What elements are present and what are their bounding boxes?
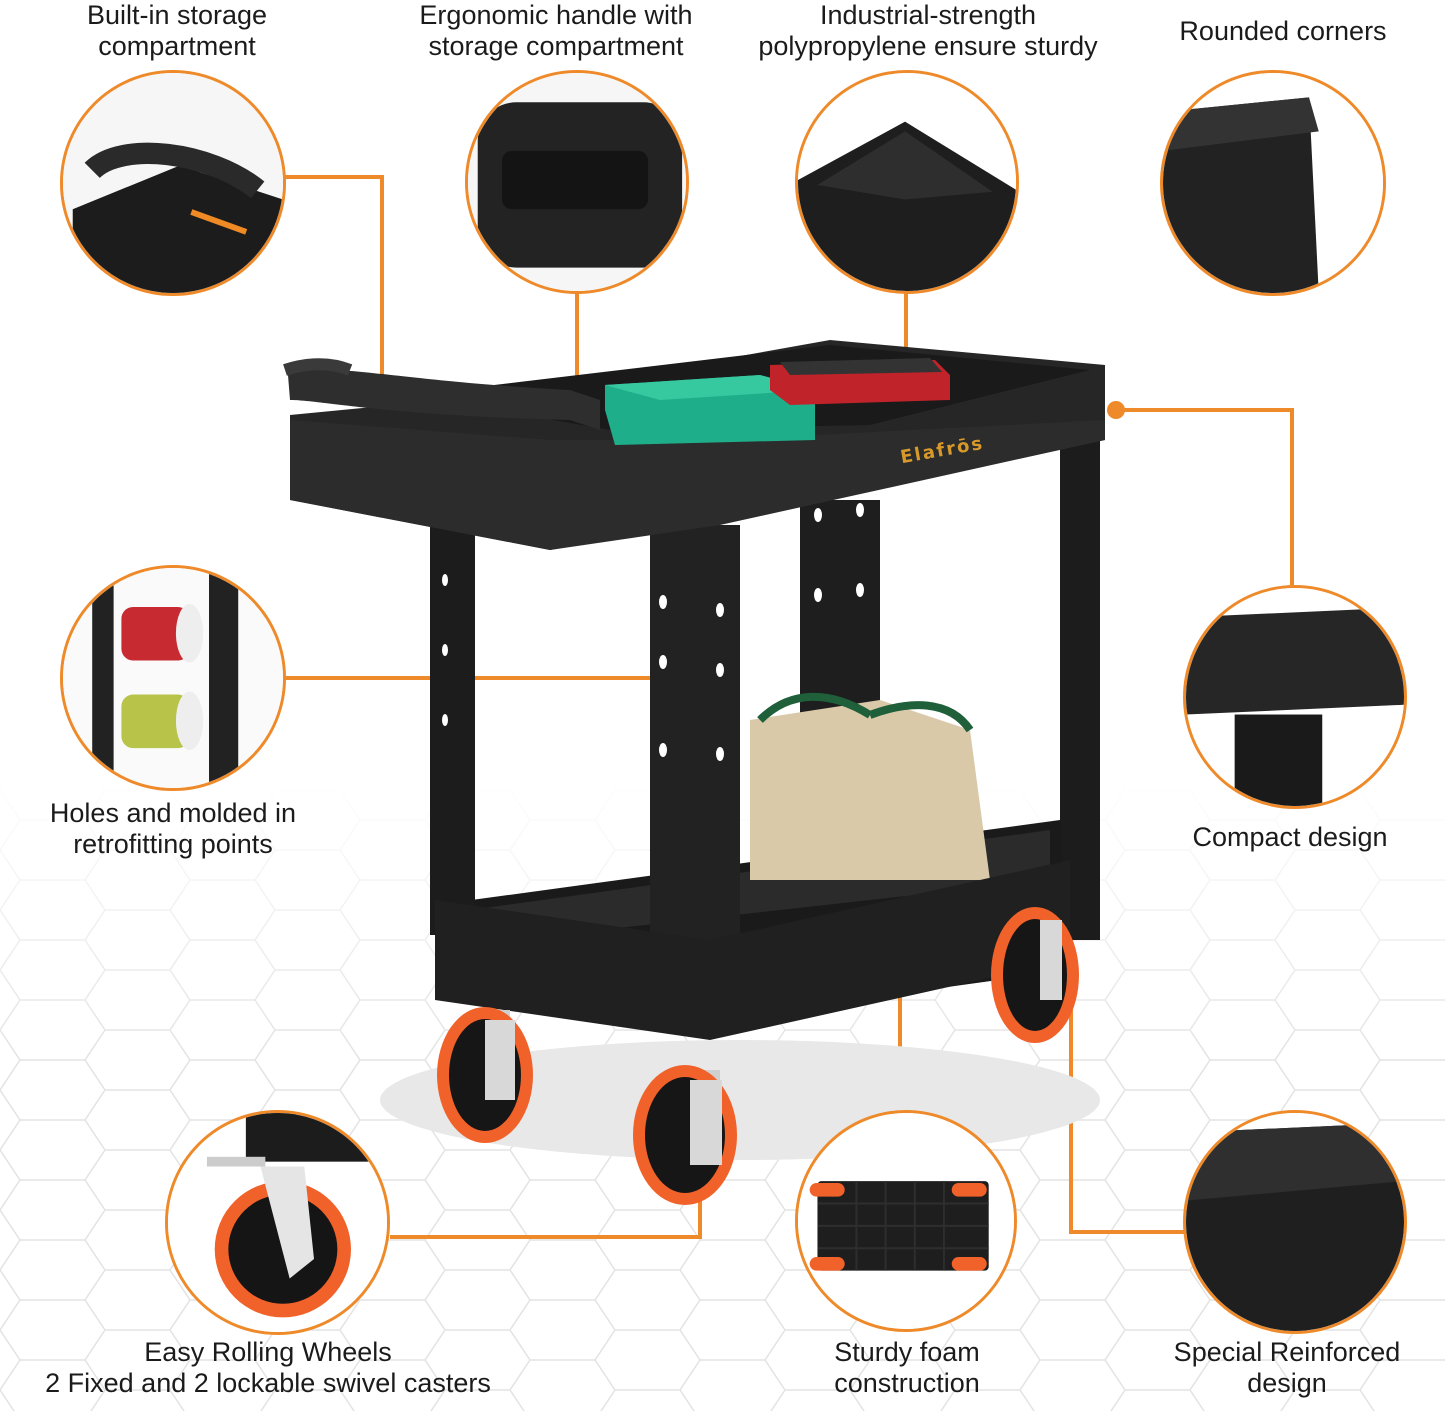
feature-image-ergonomic-handle bbox=[465, 70, 689, 294]
feature-label-rounded-corners: Rounded corners bbox=[1179, 16, 1387, 46]
feature-label-compact-design: Compact design bbox=[1192, 822, 1388, 852]
feature-image-special-reinforced bbox=[1183, 1110, 1407, 1334]
feature-image-sturdy-foam bbox=[795, 1110, 1017, 1332]
feature-image-easy-rolling bbox=[165, 1110, 390, 1335]
feature-image-holes-molded bbox=[60, 565, 286, 791]
feature-image-compact-design bbox=[1183, 585, 1407, 809]
feature-image-rounded-corners bbox=[1160, 70, 1386, 296]
feature-image-built-in-storage bbox=[60, 70, 286, 296]
feature-image-industrial-strength bbox=[795, 70, 1019, 294]
utility-cart-image bbox=[283, 340, 1105, 1205]
